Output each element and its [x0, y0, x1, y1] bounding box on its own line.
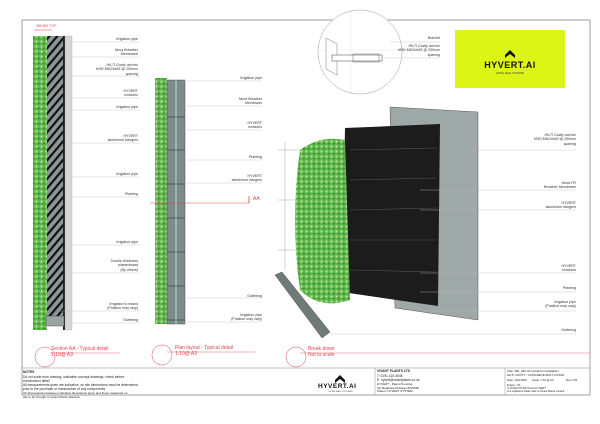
label-irrigation-pipe: Irrigation pipe — [116, 172, 138, 176]
label-aluminium-hangers: HYVERT aluminium hangers — [545, 201, 576, 210]
label-planting: Planting — [563, 286, 576, 290]
trademark-notice: © VIVANT PLANTS and HYVERT is a register… — [507, 387, 565, 393]
section-marker-aa: AA — [253, 196, 260, 202]
section-aa-scale: 1:10@ A3 — [51, 352, 74, 358]
company-contact: T: 0191 424 4548 E: hyvert@vivantplants.… — [377, 374, 420, 382]
patent-info: HYVERT - Patent Pending UK Registered De… — [377, 382, 420, 394]
label-irrigation-pipe: Irrigation pipe (Position may vary) — [545, 300, 576, 309]
label-guttering: Guttering — [123, 318, 138, 322]
label-hilti-anchor: HILTI Cavity anchor HHD M6/24x65 @ 250mm… — [533, 133, 576, 146]
label-hyvert-modules: HYVERT modules — [561, 264, 576, 273]
plan-layout-drawing — [150, 78, 262, 366]
logo-mark-icon — [505, 50, 515, 58]
label-planting: Planting — [125, 192, 138, 196]
section-aa-caption: Section AA - Typical detail — [51, 346, 109, 352]
breakdown-scale: Not to scale — [308, 352, 335, 358]
bracket-detail-drawing — [317, 9, 440, 95]
logo-mark-icon — [335, 375, 345, 383]
label-hilti-anchor: HILTI Cavity anchor HHD M6/24x65 @ 250mm… — [397, 44, 440, 57]
label-irrigation-pipe: Irrigation pipe — [116, 240, 138, 244]
label-aluminium-hangers: HYVERT aluminium hangers — [231, 174, 262, 183]
drawing-revision: Rev: F01 — [566, 378, 578, 382]
drawing-date: Date: JAN 2025 — [507, 378, 527, 382]
breakdown-caption: Break down — [308, 346, 335, 352]
label-irrigation-pipe: Irrigation pipe — [116, 37, 138, 41]
company-name: VIVANT PLANTS LTD — [377, 369, 411, 373]
label-bracket: Bracket — [427, 36, 440, 40]
plan-layout-scale: 1:10@ A3 — [175, 351, 198, 357]
note-item: All measurements given are indicative, o… — [23, 383, 138, 391]
label-irrigation-pipe: Irrigation pipe — [116, 105, 138, 109]
label-guttering: Guttering — [247, 294, 262, 298]
dimension-label: 350 800 TYP — [36, 24, 56, 28]
drawing-title: Title: 300_000 Vivo Exterior Installatio… — [507, 369, 565, 377]
label-guttering: Guttering — [561, 328, 576, 332]
logo-text: HYVERT.AI — [484, 60, 536, 70]
label-breather-membrane: Nova Breather Membrane — [114, 48, 138, 57]
drawing-scale: Scale: 1:10 @ A3 — [532, 378, 554, 382]
label-hilti-anchor: HILTI Cavity anchor HHD M6/24x65 @ 250mm… — [95, 63, 138, 76]
footer-logo-tagline: LIVING WALL SYSTEMS — [328, 391, 353, 393]
label-breather-membrane: Nova FR Breather Membrane — [544, 181, 576, 190]
note-item: All discrepancies between indicative dim… — [23, 391, 128, 399]
label-hyvert-modules: HYVERT modules — [123, 89, 138, 98]
logo-tagline: LIVING WALL SYSTEMS — [495, 72, 525, 75]
label-irrigation-pipe: Irrigation pipe — [240, 76, 262, 80]
notes-title: NOTES — [23, 370, 35, 374]
label-plasterboard: Double thickness plasterboard (By others… — [110, 259, 138, 272]
label-irrigation-pipe: Irrigation pipe (Position may vary) — [231, 313, 262, 322]
label-irrigation-mains: Irrigation to mains (Position may vary) — [107, 302, 138, 311]
sheet-frame — [21, 19, 591, 396]
section-aa-drawing — [33, 29, 140, 368]
note-item: Do not scale from drawing, indicative co… — [23, 375, 125, 383]
drawn-by: Drawn: VS — [507, 383, 521, 387]
label-hyvert-modules: HYVERT modules — [247, 121, 262, 130]
plan-layout-caption: Plan layout - Typical detail — [175, 345, 233, 351]
footer-logo-text: HYVERT.AI — [318, 383, 357, 390]
label-aluminium-hangers: HYVERT aluminium hangers — [107, 134, 138, 143]
label-breather-membrane: Nova Breather Membrane — [238, 97, 262, 106]
label-planting: Planting — [249, 155, 262, 159]
logo-panel — [455, 30, 565, 88]
breakdown-drawing — [274, 106, 590, 368]
